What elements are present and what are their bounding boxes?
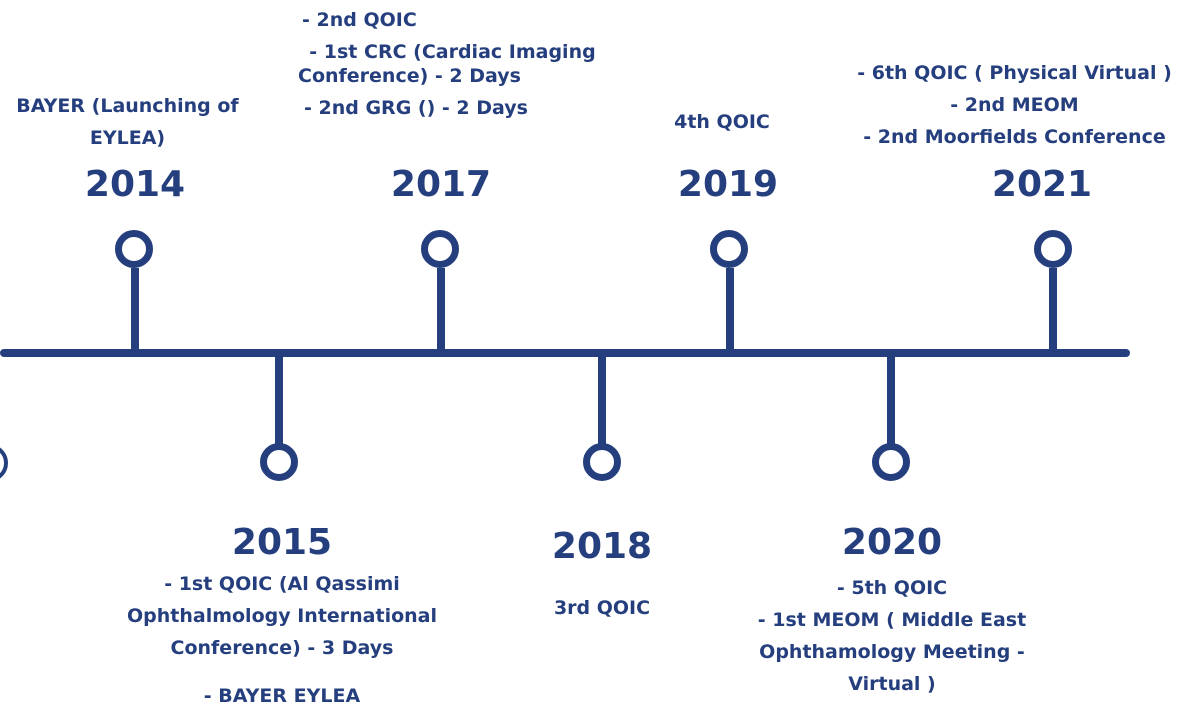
year-label-2020: 2020: [841, 522, 943, 563]
event-line: - 1st MEOM ( Middle East: [757, 609, 1027, 631]
event-line: - 1st CRC (Cardiac Imaging: [309, 41, 596, 63]
event-line: Virtual ): [848, 673, 936, 695]
event-text-2020: - 5th QOIC - 1st MEOM ( Middle East Opht…: [722, 572, 1062, 700]
year-label-2018: 2018: [551, 526, 653, 567]
event-line: 3rd QOIC: [553, 597, 651, 619]
event-text-2015: - 1st QOIC (Al Qassimi Ophthalmology Int…: [92, 568, 472, 712]
stem-2015: [275, 353, 283, 445]
event-line: - 2nd Moorfields Conference: [863, 126, 1166, 148]
node-circle-2019: [710, 230, 748, 268]
node-circle-2015: [260, 443, 298, 481]
node-circle-2018: [583, 443, 621, 481]
event-line: - 2nd GRG () - 2 Days: [304, 97, 528, 119]
year-label-2019: 2019: [677, 164, 779, 205]
event-text-2018: 3rd QOIC: [502, 592, 702, 624]
year-label-2021: 2021: [991, 164, 1093, 205]
event-line: - 1st QOIC (Al Qassimi: [164, 573, 400, 595]
event-line: - 5th QOIC: [836, 577, 948, 599]
stem-2019: [726, 268, 734, 354]
year-label-2017: 2017: [390, 164, 492, 205]
year-label-2014: 2014: [84, 164, 186, 205]
event-text-2014: BAYER (Launching of EYLEA): [0, 90, 255, 154]
event-line: - 2nd MEOM: [950, 94, 1079, 116]
event-line: EYLEA): [89, 127, 166, 149]
event-text-2017: - 2nd QOIC - 1st CRC (Cardiac Imaging Co…: [280, 4, 625, 124]
node-circle-offscreen: [0, 444, 8, 482]
event-line: - 2nd QOIC: [302, 9, 417, 31]
stem-2017: [437, 268, 445, 354]
event-line: Ophthamology Meeting -: [759, 641, 1025, 663]
event-line: - BAYER EYLEA: [203, 685, 361, 707]
event-text-2021: - 6th QOIC ( Physical Virtual ) - 2nd ME…: [840, 57, 1189, 153]
event-text-2019: 4th QOIC: [622, 106, 822, 138]
node-circle-2020: [872, 443, 910, 481]
timeline-axis-line: [0, 349, 1130, 357]
year-label-2015: 2015: [231, 522, 333, 563]
event-line: 4th QOIC: [674, 111, 770, 133]
stem-2018: [598, 353, 606, 445]
event-line: Conference) - 2 Days: [298, 65, 521, 87]
node-circle-2017: [421, 230, 459, 268]
stem-2021: [1049, 268, 1057, 354]
event-line: Ophthalmology International: [126, 605, 438, 627]
node-circle-2021: [1034, 230, 1072, 268]
stem-2020: [887, 353, 895, 445]
event-line: - 6th QOIC ( Physical Virtual ): [857, 62, 1172, 84]
stem-2014: [131, 268, 139, 354]
event-line: BAYER (Launching of: [16, 95, 239, 117]
event-line: Conference) - 3 Days: [170, 637, 394, 659]
node-circle-2014: [115, 230, 153, 268]
